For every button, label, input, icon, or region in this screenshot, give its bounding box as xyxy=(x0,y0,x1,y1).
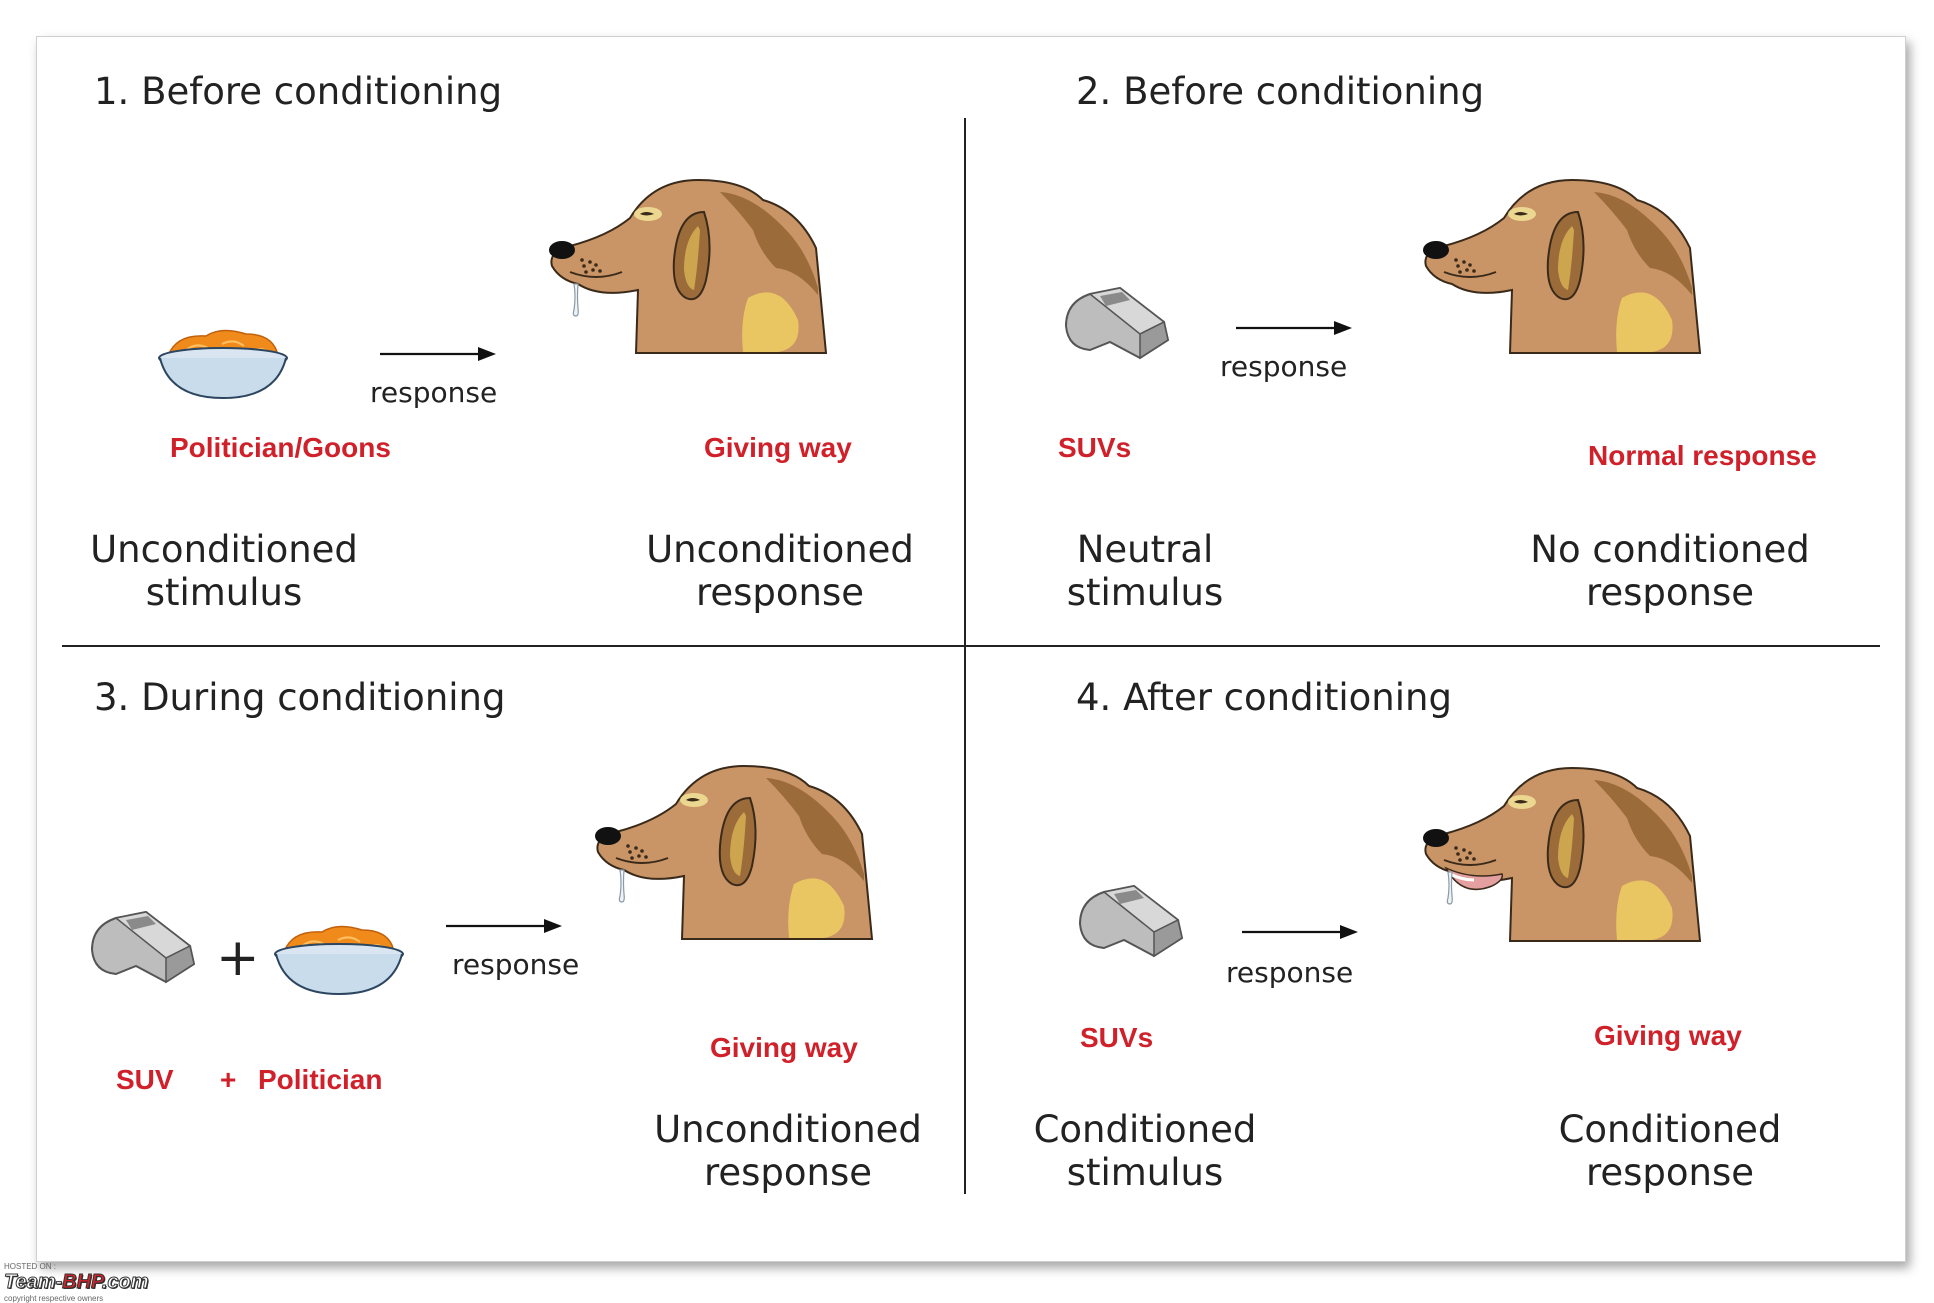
arrow-right-icon xyxy=(446,917,564,935)
panel-2-title: 2. Before conditioning xyxy=(1076,70,1485,113)
watermark-brand: Team-BHP.com xyxy=(3,1271,149,1294)
panel-2-stimulus-label: SUVs xyxy=(1058,432,1132,463)
vertical-divider xyxy=(964,118,966,1194)
panel-1-response-label: Giving way xyxy=(704,432,852,463)
plus-symbol: + xyxy=(216,928,260,988)
panel-3-arrow-label: response xyxy=(452,948,580,981)
panel-3-title: 3. During conditioning xyxy=(94,676,506,719)
arrow-right-icon xyxy=(1236,319,1354,337)
watermark-logo: HOSTED ON : Team-BHP.com copyright respe… xyxy=(3,1262,149,1303)
panel-2-response-label: Normal response xyxy=(1588,440,1817,471)
dog-head-icon xyxy=(1422,767,1701,942)
horizontal-divider xyxy=(62,645,1880,647)
panel-4-response-label: Giving way xyxy=(1594,1020,1742,1051)
arrow-right-icon xyxy=(380,345,498,363)
panel-4-stimulus-label: SUVs xyxy=(1080,1022,1154,1053)
whistle-icon xyxy=(1065,287,1169,359)
panel-1-arrow-label: response xyxy=(370,376,498,409)
dog-head-icon xyxy=(594,765,873,940)
panel-3-stimulus-label-suv: SUV xyxy=(116,1064,174,1095)
panel-3-response-label: Giving way xyxy=(710,1032,858,1063)
panel-1-stimulus-label: Politician/Goons xyxy=(170,432,391,463)
food-bowl-icon xyxy=(274,925,404,995)
panel-3-plus-label: + xyxy=(220,1064,237,1095)
panel-1-title: 1. Before conditioning xyxy=(94,70,503,113)
dog-head-icon xyxy=(548,179,827,354)
watermark-copyright-text: copyright respective owners xyxy=(4,1294,104,1303)
arrow-right-icon xyxy=(1242,923,1360,941)
whistle-icon xyxy=(91,911,195,983)
panel-3-stimulus-label-politician: Politician xyxy=(258,1064,383,1095)
watermark-hosted-text: HOSTED ON : xyxy=(4,1262,57,1271)
dog-head-icon xyxy=(1422,179,1701,354)
panel-2-arrow-label: response xyxy=(1220,350,1348,383)
panel-4-arrow-label: response xyxy=(1226,956,1354,989)
whistle-icon xyxy=(1079,885,1183,957)
panel-4-title: 4. After conditioning xyxy=(1076,676,1452,719)
food-bowl-icon xyxy=(158,329,288,399)
